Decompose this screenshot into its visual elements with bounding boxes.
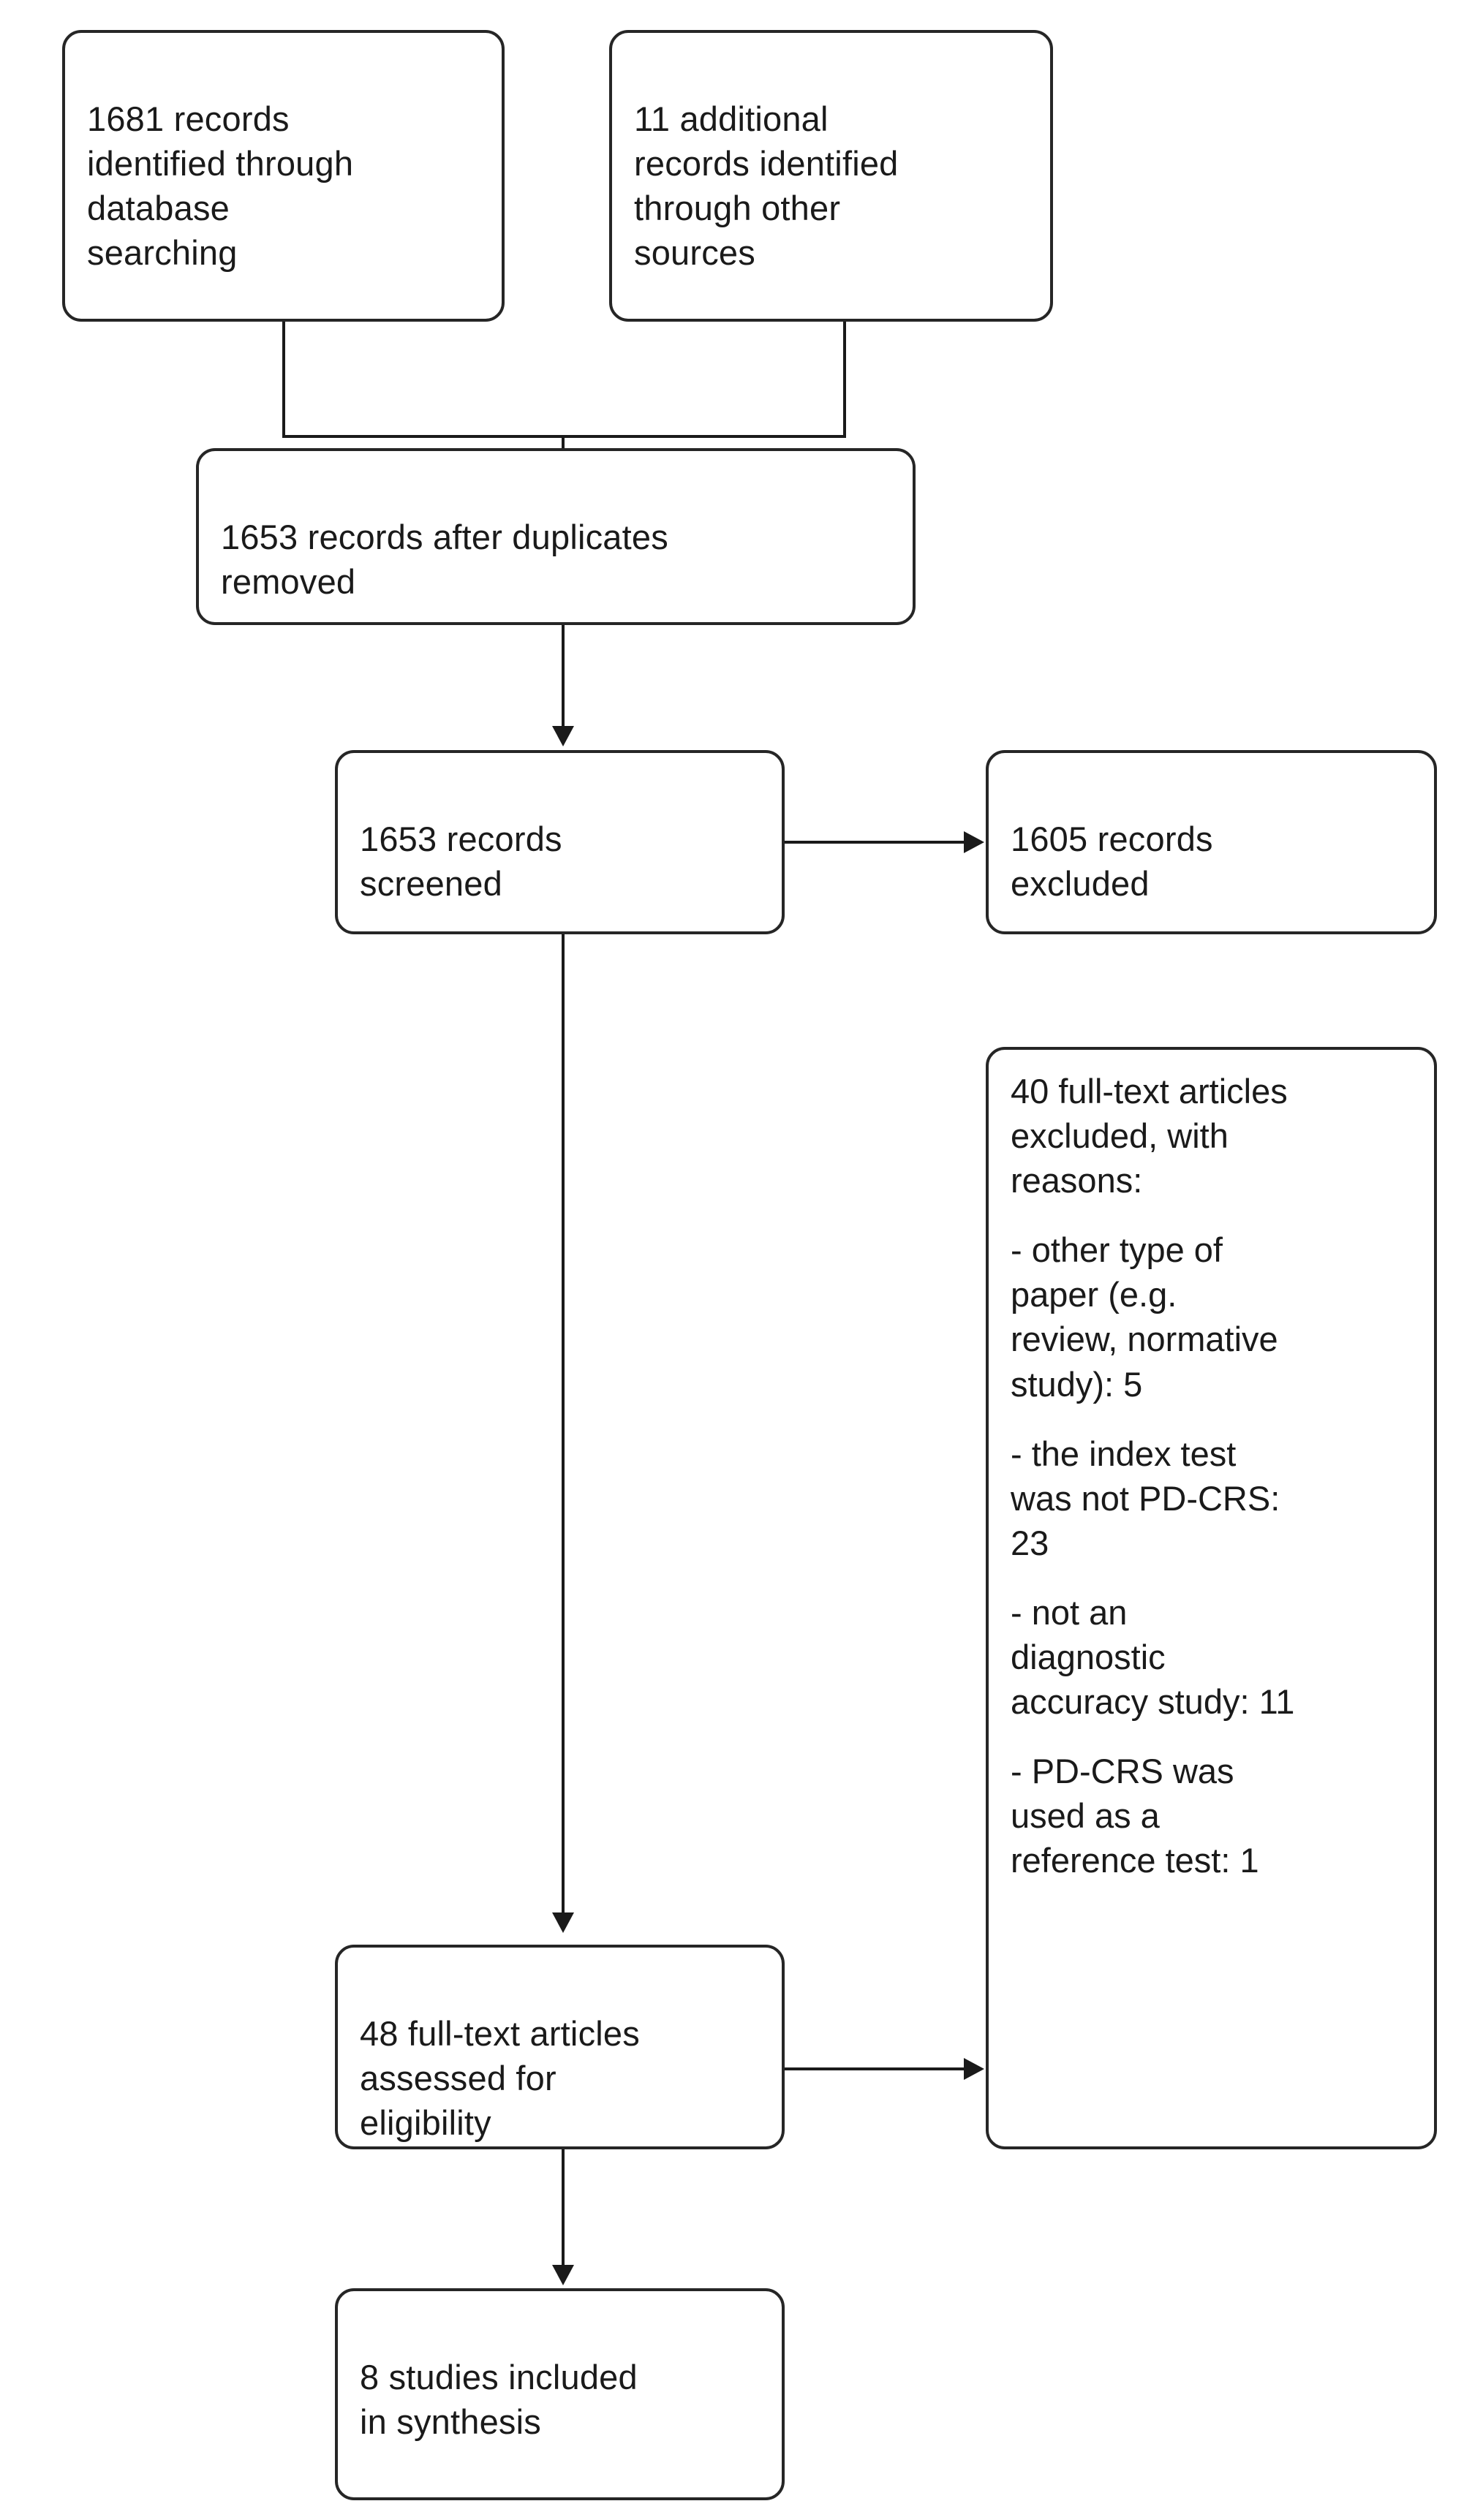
node-records-excluded-label: 1605 records excluded	[1011, 820, 1213, 904]
node-fulltext-assessed-label: 48 full-text articles assessed for eligi…	[360, 2014, 640, 2143]
node-records-identified-other: 11 additional records identified through…	[609, 30, 1053, 322]
node-records-screened-label: 1653 records screened	[360, 820, 562, 904]
node-records-identified-other-label: 11 additional records identified through…	[634, 99, 899, 273]
connector-fulltext-to-excluded-reasons	[785, 2067, 966, 2070]
node-duplicates-removed: 1653 records after duplicates removed	[196, 448, 916, 625]
connector-screened-to-fulltext	[562, 934, 565, 1914]
connector-duplicates-to-screened	[562, 625, 565, 727]
node-records-screened: 1653 records screened	[335, 750, 785, 934]
node-studies-included-label: 8 studies included in synthesis	[360, 2358, 638, 2442]
fulltext-excluded-reason-not-diagnostic-accuracy: - not an diagnostic accuracy study: 11	[1011, 1592, 1295, 1722]
node-fulltext-assessed: 48 full-text articles assessed for eligi…	[335, 1945, 785, 2149]
arrowhead-down-to-screened	[552, 726, 574, 746]
fulltext-excluded-reason-pdcrs-reference-test: - PD-CRS was used as a reference test: 1	[1011, 1752, 1259, 1880]
connector-screened-to-excluded	[785, 841, 966, 844]
arrowhead-down-to-fulltext	[552, 1912, 574, 1933]
connector-fulltext-to-included	[562, 2149, 565, 2266]
arrowhead-right-to-excluded-reasons	[964, 2058, 984, 2080]
arrowhead-right-to-excluded	[964, 831, 984, 853]
node-records-identified-database: 1681 records identified through database…	[62, 30, 505, 322]
connector-identified-other-stem	[843, 322, 846, 438]
node-records-excluded: 1605 records excluded	[986, 750, 1437, 934]
node-studies-included: 8 studies included in synthesis	[335, 2288, 785, 2500]
node-fulltext-excluded-reasons: 40 full-text articles excluded, with rea…	[986, 1047, 1437, 2149]
fulltext-excluded-reason-other-type-of-paper: - other type of paper (e.g. review, norm…	[1011, 1230, 1278, 1404]
connector-identified-database-stem	[282, 322, 285, 438]
fulltext-excluded-heading: 40 full-text articles excluded, with rea…	[1011, 1072, 1288, 1200]
arrowhead-down-to-included	[552, 2265, 574, 2285]
node-duplicates-removed-label: 1653 records after duplicates removed	[221, 518, 668, 602]
node-records-identified-database-label: 1681 records identified through database…	[87, 99, 354, 273]
fulltext-excluded-reason-index-test-not-pdcrs: - the index test was not PD-CRS: 23	[1011, 1434, 1280, 1562]
